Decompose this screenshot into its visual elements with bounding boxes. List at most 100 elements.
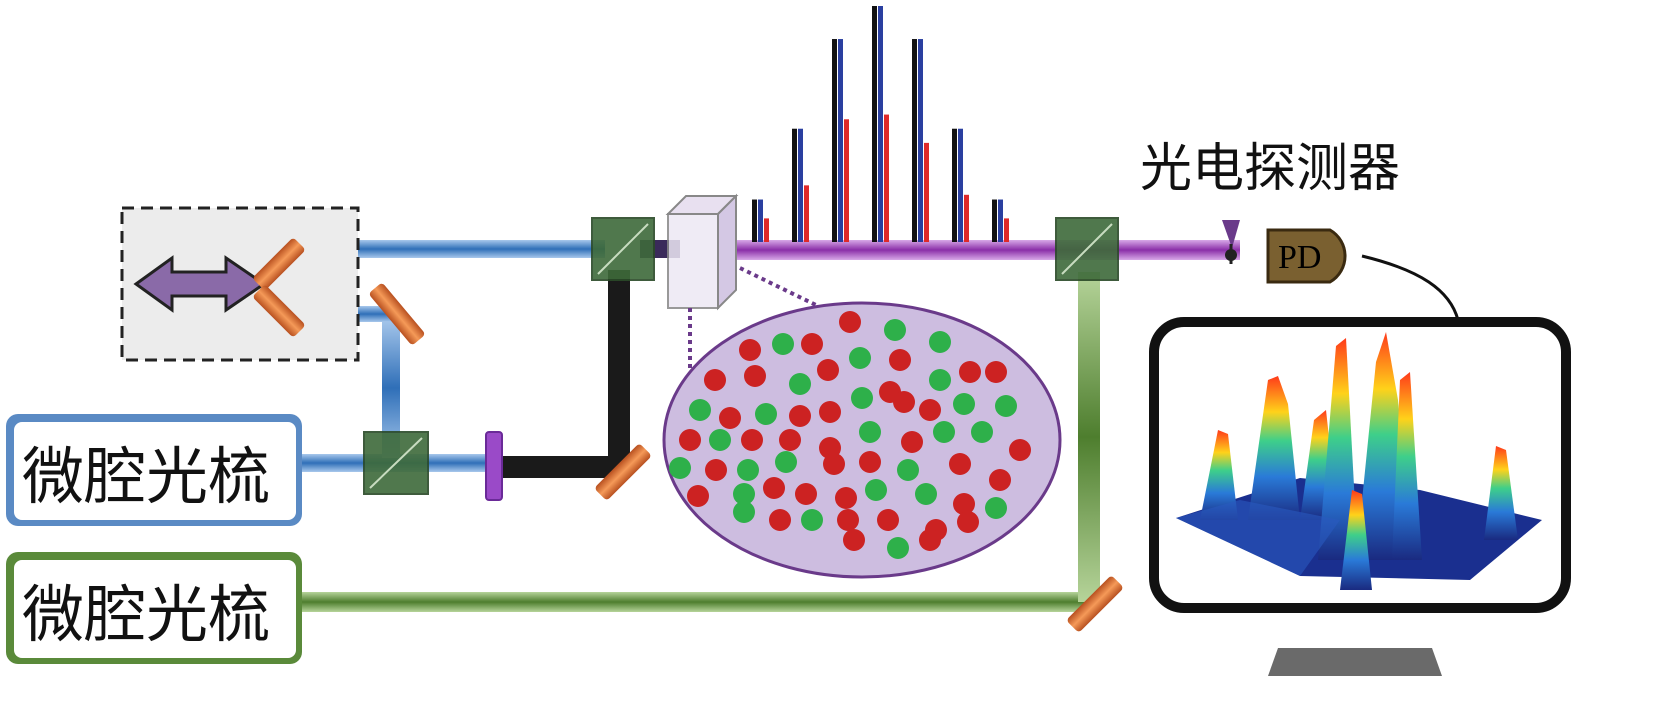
molecule-green: [953, 393, 975, 415]
molecule-red: [985, 361, 1007, 383]
molecule-green: [933, 421, 955, 443]
molecule-red: [719, 407, 741, 429]
molecule-green: [689, 399, 711, 421]
molecule-red: [893, 391, 915, 413]
beam-purple: [730, 240, 1240, 260]
beam-splitter-upper: [591, 217, 655, 281]
spectrum-line-black: [952, 128, 957, 242]
mirror-icon: [595, 444, 651, 500]
molecule-green: [849, 347, 871, 369]
spectrum-line-blue: [918, 39, 923, 242]
spectrum-line-red: [764, 218, 769, 242]
molecule-red: [843, 529, 865, 551]
spectrum-line-blue: [838, 39, 843, 242]
spectrum-line-blue: [998, 199, 1003, 242]
molecule-green: [737, 459, 759, 481]
molecule-red: [949, 453, 971, 475]
spectrum-line-blue: [798, 128, 803, 242]
comb-source-bottom: 微腔光梳: [6, 552, 302, 664]
molecule-red: [919, 529, 941, 551]
beam-blue-top: [300, 240, 605, 258]
spectrum-line-red: [884, 114, 889, 242]
monitor-icon: [1149, 317, 1571, 676]
molecule-red: [877, 509, 899, 531]
molecule-green: [755, 403, 777, 425]
spectrum-surface-plot: [1176, 332, 1542, 590]
spectrum-line-black: [872, 6, 877, 242]
molecule-red: [789, 405, 811, 427]
molecule-green: [733, 501, 755, 523]
beam-green-vertical: [1078, 272, 1100, 602]
mirror-icon: [253, 238, 305, 290]
beam-black-vertical: [608, 270, 630, 478]
molecule-red: [919, 399, 941, 421]
molecule-red: [704, 369, 726, 391]
spectrum-line-red: [844, 119, 849, 242]
molecule-green: [733, 483, 755, 505]
photodetector-label: 光电探测器: [1140, 139, 1400, 199]
comb-source-bottom-label: 微腔光梳: [22, 578, 270, 651]
molecule-red: [959, 361, 981, 383]
comb-source-top-label: 微腔光梳: [22, 440, 270, 513]
spectrum-line-black: [792, 128, 797, 242]
purple-optic: [485, 431, 503, 501]
beam-blue-vertical: [382, 318, 400, 458]
molecule-red: [889, 349, 911, 371]
molecule-red: [989, 469, 1011, 491]
delay-stage: [120, 206, 360, 362]
mirror-icon: [253, 285, 305, 337]
molecule-red: [763, 477, 785, 499]
molecule-red: [837, 509, 859, 531]
photodetector-icon: PD: [1222, 220, 1347, 284]
spectrum-line-red: [1004, 218, 1009, 242]
spectrum-line-blue: [758, 199, 763, 242]
molecule-red: [744, 365, 766, 387]
molecule-red: [823, 453, 845, 475]
molecule-green: [887, 537, 909, 559]
molecule-green: [801, 509, 823, 531]
spectrum-line-red: [964, 194, 969, 242]
spectrum-line-red: [804, 185, 809, 242]
molecule-red: [687, 485, 709, 507]
molecule-green: [772, 333, 794, 355]
molecule-red: [705, 459, 727, 481]
molecule-red: [795, 483, 817, 505]
molecule-red: [739, 339, 761, 361]
mirror-icon: [1067, 576, 1123, 632]
molecule-red: [835, 487, 857, 509]
molecule-red: [819, 401, 841, 423]
molecule-green: [884, 319, 906, 341]
molecule-red: [953, 493, 975, 515]
beam-black-horizontal: [500, 456, 630, 478]
molecule-red: [839, 311, 861, 333]
molecule-red: [679, 429, 701, 451]
molecule-red: [859, 451, 881, 473]
molecule-green: [971, 421, 993, 443]
beam-green-bottom: [300, 592, 1100, 612]
molecule-green: [709, 429, 731, 451]
molecule-green: [865, 479, 887, 501]
molecule-red: [957, 511, 979, 533]
molecule-green: [775, 451, 797, 473]
molecule-red: [779, 429, 801, 451]
molecule-green: [995, 395, 1017, 417]
molecule-green: [789, 373, 811, 395]
molecule-green: [851, 387, 873, 409]
molecule-green: [915, 483, 937, 505]
comb-spectrum: [752, 6, 1009, 242]
molecule-green: [929, 331, 951, 353]
molecule-green: [669, 457, 691, 479]
spectrum-line-blue: [878, 6, 883, 242]
molecule-red: [1009, 439, 1031, 461]
molecule-red: [901, 431, 923, 453]
molecule-green: [897, 459, 919, 481]
spectrum-line-black: [912, 39, 917, 242]
molecule-red: [801, 333, 823, 355]
beam-splitter-right: [1055, 217, 1119, 281]
spectrum-line-black: [992, 199, 997, 242]
spectrum-line-black: [832, 39, 837, 242]
spectrum-line-black: [752, 199, 757, 242]
spectrum-line-red: [924, 142, 929, 242]
zoom-line: [739, 266, 819, 308]
